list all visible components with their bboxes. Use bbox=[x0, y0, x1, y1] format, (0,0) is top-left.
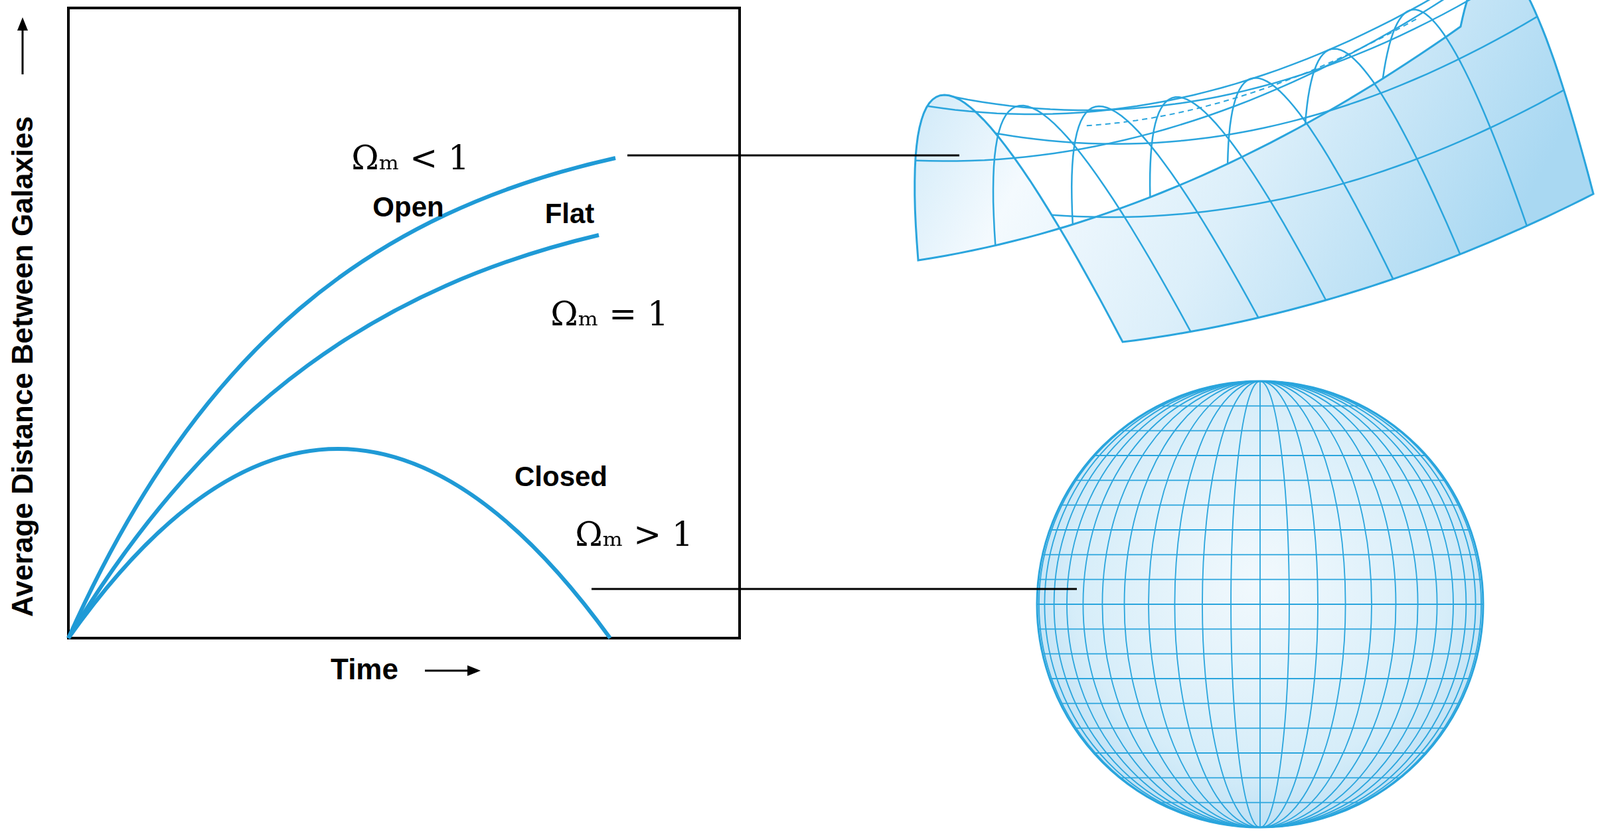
saddle-grid bbox=[1149, 96, 1326, 301]
closed-curve bbox=[68, 448, 611, 639]
curve-label: Open bbox=[372, 193, 444, 222]
saddle-grid bbox=[927, 0, 1494, 115]
y-axis-arrow bbox=[17, 17, 28, 75]
curve-label: Closed bbox=[514, 462, 608, 491]
saddle-grid bbox=[1382, 9, 1527, 227]
sphere-parallel bbox=[1157, 404, 1363, 407]
leader-line bbox=[627, 154, 960, 157]
sphere-parallel bbox=[1042, 553, 1478, 556]
saddle-grid bbox=[1071, 106, 1259, 318]
sphere-surface bbox=[1037, 381, 1484, 828]
sphere-parallel bbox=[1157, 801, 1363, 804]
sphere-parallel bbox=[1074, 479, 1446, 481]
saddle-grid bbox=[995, 16, 1537, 145]
x-axis-label: Time bbox=[330, 654, 399, 684]
sphere-parallel bbox=[1042, 653, 1478, 655]
saddle-dashed-line bbox=[1086, 18, 1418, 126]
chart-frame bbox=[68, 7, 740, 639]
sphere-parallel bbox=[1074, 727, 1446, 729]
open-curve bbox=[68, 158, 616, 639]
sphere-parallel bbox=[1120, 430, 1401, 432]
sphere-parallel bbox=[1060, 504, 1460, 506]
density-label: Ωₘ > 1 bbox=[574, 517, 694, 552]
x-axis-arrow bbox=[424, 665, 481, 676]
flat-curve bbox=[68, 235, 599, 639]
saddle-surface bbox=[914, 0, 1594, 342]
saddle-outline bbox=[914, 0, 1594, 342]
sphere-parallel bbox=[1094, 752, 1427, 754]
sphere-parallel bbox=[1038, 578, 1482, 581]
sphere-parallel bbox=[1049, 677, 1471, 680]
sphere-parallel bbox=[1120, 776, 1401, 779]
leader-line bbox=[591, 588, 1077, 591]
density-label: Ωₘ = 1 bbox=[550, 297, 669, 331]
sphere-outline bbox=[1037, 381, 1484, 828]
saddle-grid bbox=[954, 0, 1514, 111]
saddle-grid bbox=[993, 105, 1191, 332]
saddle-grid bbox=[1227, 77, 1393, 279]
sphere-parallel bbox=[1094, 454, 1427, 457]
saddle-grid bbox=[915, 0, 1476, 162]
y-axis-label: Average Distance Between Galaxies bbox=[7, 116, 38, 617]
sphere-parallel bbox=[1038, 628, 1482, 630]
sphere-parallel bbox=[1049, 529, 1471, 531]
curve-label: Flat bbox=[545, 199, 595, 228]
sphere-parallel bbox=[1037, 603, 1484, 605]
sphere-parallel bbox=[1060, 702, 1460, 704]
density-label: Ωₘ < 1 bbox=[351, 141, 470, 175]
saddle-grid bbox=[1051, 90, 1565, 218]
